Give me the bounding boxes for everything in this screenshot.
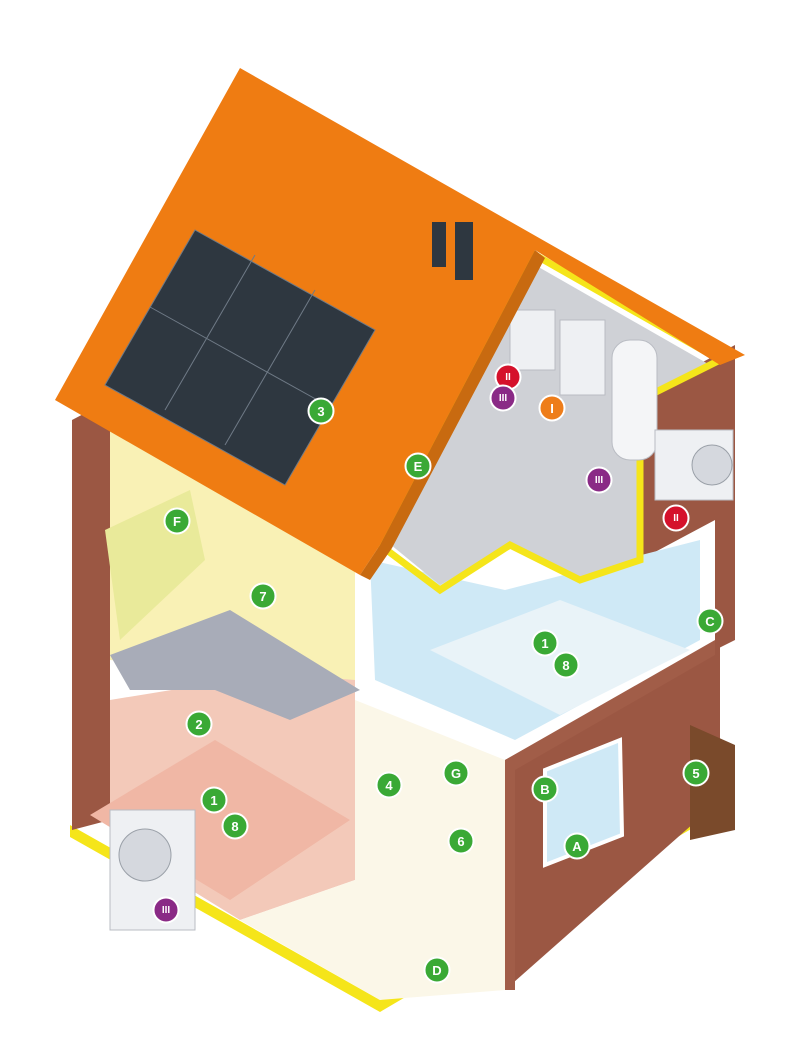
roof-vent-2 [455, 222, 473, 280]
marker-label: 7 [259, 589, 266, 604]
attic-boiler-1 [509, 309, 556, 371]
attic-boiler-2 [559, 319, 606, 396]
marker-p-III-attic: III [489, 384, 517, 412]
marker-circle [163, 507, 191, 535]
middle-brick-band [505, 640, 715, 990]
marker-g-7: 7 [249, 582, 277, 610]
marker-circle [662, 504, 690, 532]
marker-circle [249, 582, 277, 610]
marker-g-C: C [696, 607, 724, 635]
ground-floor-heated-floor [90, 740, 350, 900]
marker-label: 8 [562, 658, 569, 673]
marker-circle [447, 827, 475, 855]
marker-g-2: 2 [185, 710, 213, 738]
ground-floor-kitchen [240, 700, 505, 1000]
marker-o-I: I [538, 394, 566, 422]
marker-label: 4 [385, 778, 393, 793]
marker-circle [696, 607, 724, 635]
marker-circle [442, 759, 470, 787]
marker-g-1-down: 1 [200, 786, 228, 814]
upper-left-room-wall [110, 420, 355, 680]
marker-g-1-up: 1 [531, 629, 559, 657]
marker-p-III-tank: III [585, 466, 613, 494]
marker-label: D [432, 963, 441, 978]
roof-edge [360, 250, 545, 580]
marker-label: 1 [541, 636, 548, 651]
marker-g-5: 5 [682, 759, 710, 787]
window [543, 737, 625, 868]
front-door [690, 725, 735, 840]
marker-label: C [705, 614, 715, 629]
marker-label: 6 [457, 834, 464, 849]
marker-g-4: 4 [375, 771, 403, 799]
roof-vent-1 [432, 222, 446, 267]
marker-label: 1 [210, 793, 217, 808]
ac-fan-icon [691, 444, 733, 486]
marker-label: II [505, 372, 511, 383]
marker-g-3: 3 [307, 397, 335, 425]
marker-p-III-pump: III [152, 896, 180, 924]
marker-label: 2 [195, 717, 202, 732]
marker-circle [531, 629, 559, 657]
marker-r-II-wall: II [662, 504, 690, 532]
upper-floor-slab [110, 610, 360, 720]
marker-circle [531, 775, 559, 803]
marker-circle [221, 812, 249, 840]
marker-label: E [414, 459, 423, 474]
marker-label: 5 [692, 766, 699, 781]
marker-circle [404, 452, 432, 480]
marker-g-B: B [531, 775, 559, 803]
marker-label: F [173, 514, 181, 529]
heat-pump-fan-icon [118, 828, 172, 882]
attic-water-tank [611, 339, 658, 461]
marker-circle [563, 832, 591, 860]
attic-insulation-outline [376, 250, 728, 595]
left-brick-wall [72, 400, 110, 830]
marker-circle [538, 394, 566, 422]
marker-g-A: A [563, 832, 591, 860]
marker-circle [489, 384, 517, 412]
marker-circle [585, 466, 613, 494]
marker-circle [552, 651, 580, 679]
marker-g-G: G [442, 759, 470, 787]
marker-circle [682, 759, 710, 787]
marker-g-8-up: 8 [552, 651, 580, 679]
marker-label: I [550, 401, 554, 416]
marker-circle [423, 956, 451, 984]
marker-circle [152, 896, 180, 924]
marker-g-D: D [423, 956, 451, 984]
marker-label: III [499, 393, 508, 404]
marker-label: A [572, 839, 582, 854]
marker-g-8-down: 8 [221, 812, 249, 840]
marker-g-E: E [404, 452, 432, 480]
floor-insulation [70, 800, 720, 1012]
marker-g-6: 6 [447, 827, 475, 855]
marker-label: B [540, 782, 549, 797]
marker-label: 3 [317, 404, 324, 419]
marker-label: III [162, 905, 171, 916]
marker-circle [375, 771, 403, 799]
marker-circle [200, 786, 228, 814]
marker-label: G [451, 766, 461, 781]
marker-label: II [673, 513, 679, 524]
marker-label: III [595, 475, 604, 486]
marker-circle [185, 710, 213, 738]
marker-circle [307, 397, 335, 425]
marker-g-F: F [163, 507, 191, 535]
marker-label: 8 [231, 819, 238, 834]
